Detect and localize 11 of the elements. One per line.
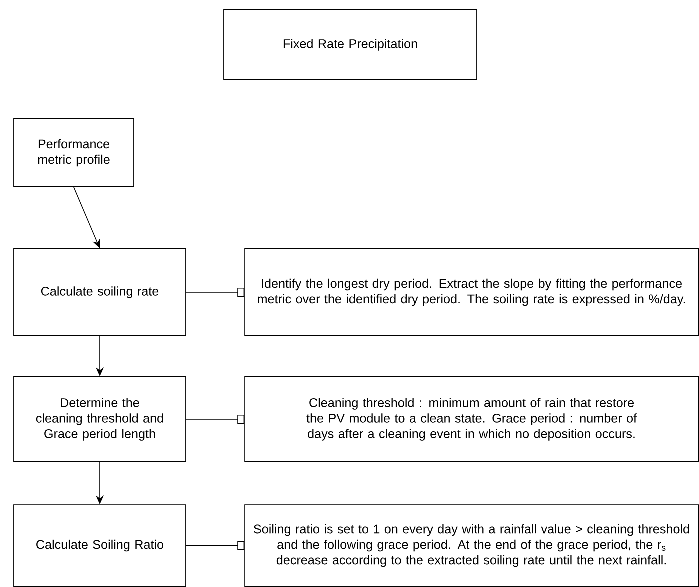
connector bbox=[186, 415, 245, 424]
title-box: Fixed Rate Precipitation bbox=[224, 10, 478, 80]
process-box: Calculate Soiling Ratio bbox=[14, 504, 186, 587]
process-box: Calculate soiling rate bbox=[14, 248, 186, 336]
note-box: Identify the longest dry period. Extract the slope by fitting the performance metric over the identified dry period. The soiling rate is expressed in %/day. bbox=[244, 248, 699, 336]
process-box: Determine the cleaning threshold and Grace period length bbox=[14, 376, 186, 462]
connector bbox=[186, 288, 245, 297]
process-box: Performance metric profile bbox=[14, 118, 134, 188]
connector bbox=[186, 541, 245, 550]
note-box: Cleaning threshold : minimum amount of rain that restore the PV module to a clean state. Grace period : number of days after a cleaning event in which no deposition occurs. bbox=[244, 376, 699, 462]
note-box: Soiling ratio is set to 1 on every day with a rainfall value > cleaning threshold and the following grace period. At the end of the grace period, the r$_{s}$ decrease according to the extracted soiling rate until the next rainfall. bbox=[244, 504, 699, 587]
